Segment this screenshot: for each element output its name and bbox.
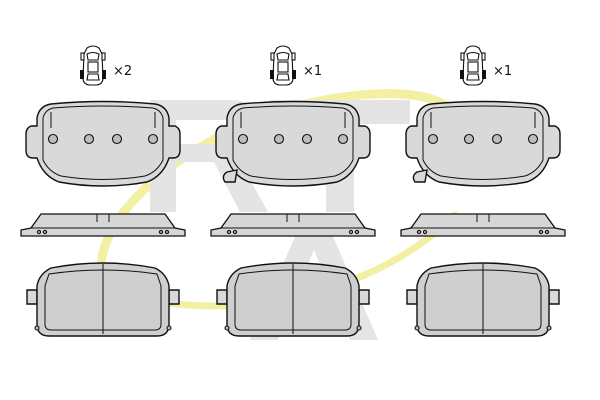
- wear-sensor-clip: [222, 169, 238, 183]
- vehicle-icon-group: ×2: [80, 45, 132, 86]
- pad-side-profile: [210, 213, 376, 237]
- wear-sensor-clip: [412, 169, 428, 183]
- pad-backplate-view: [215, 100, 371, 187]
- pad-backplate-view: [405, 100, 561, 187]
- rear-wheel-marker: [292, 70, 296, 79]
- vehicle-icons-row: ×2 ×1 ×1: [80, 45, 512, 86]
- rear-wheel-marker: [270, 70, 274, 79]
- car-top-view-icon: [270, 45, 296, 86]
- pad-friction-face: [26, 262, 180, 337]
- car-top-view-icon: [460, 45, 486, 86]
- car-top-view-icon: [80, 45, 106, 86]
- rear-wheel-marker: [102, 70, 106, 79]
- backplate-hole: [463, 133, 475, 145]
- quantity-label: ×1: [493, 64, 512, 79]
- backplate-hole: [237, 133, 249, 145]
- pad-backplate-view: [25, 100, 181, 187]
- rear-wheel-marker: [80, 70, 84, 79]
- brake-pad-set: [210, 100, 376, 337]
- brake-pad-sets: [20, 100, 566, 337]
- backplate-hole: [427, 133, 439, 145]
- quantity-label: ×1: [303, 64, 322, 79]
- quantity-label: ×2: [113, 64, 132, 79]
- backplate-hole: [47, 133, 59, 145]
- pad-friction-face: [406, 262, 560, 337]
- pad-side-profile: [20, 213, 186, 237]
- backplate-hole: [111, 133, 123, 145]
- backplate-hole: [491, 133, 503, 145]
- pad-friction-face: [216, 262, 370, 337]
- brake-pad-set: [400, 100, 566, 337]
- backplate-hole: [337, 133, 349, 145]
- backplate-hole: [147, 133, 159, 145]
- vehicle-icon-group: ×1: [460, 45, 512, 86]
- backplate-hole: [273, 133, 285, 145]
- brake-pad-set: [20, 100, 186, 337]
- rear-wheel-marker: [482, 70, 486, 79]
- backplate-hole: [301, 133, 313, 145]
- backplate-hole: [527, 133, 539, 145]
- pad-side-profile: [400, 213, 566, 237]
- rear-wheel-marker: [460, 70, 464, 79]
- vehicle-icon-group: ×1: [270, 45, 322, 86]
- backplate-hole: [83, 133, 95, 145]
